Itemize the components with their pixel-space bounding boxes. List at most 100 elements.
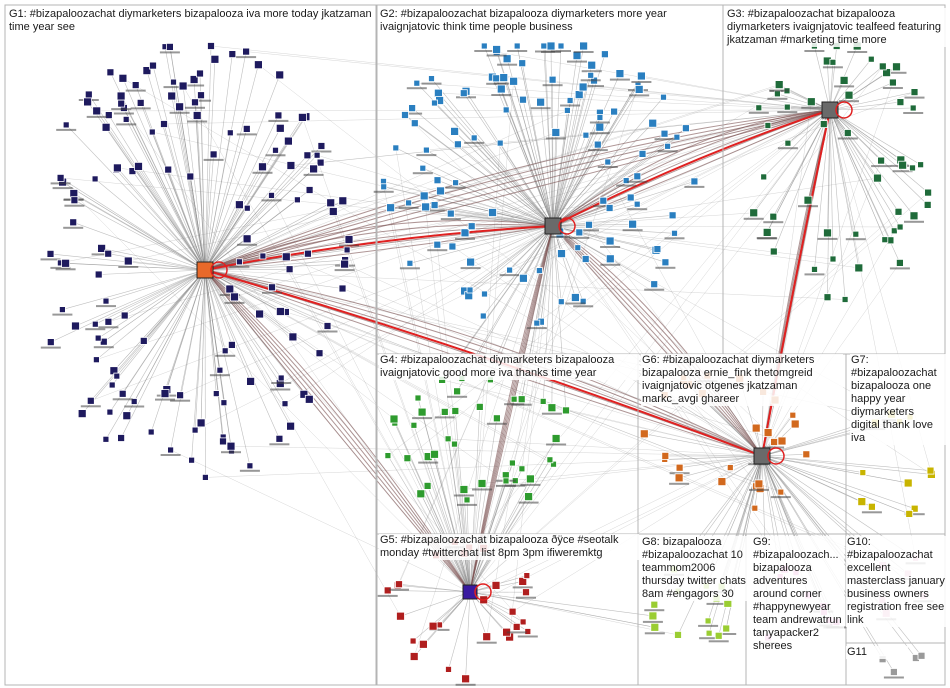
node-g3[interactable] [889,78,897,87]
node-g2[interactable] [595,122,605,132]
node-g1[interactable] [196,418,206,428]
node-g1[interactable] [131,81,140,89]
node-g2[interactable] [392,144,400,152]
node-g1[interactable] [59,306,66,314]
node-g1[interactable] [286,161,296,170]
node-g2[interactable] [682,124,690,133]
node-g2[interactable] [536,97,545,107]
node-g1[interactable] [189,75,199,84]
node-g3[interactable] [769,247,778,256]
node-g3[interactable] [823,228,832,238]
node-g1[interactable] [226,441,236,451]
node-g1[interactable] [344,235,354,244]
node-g1[interactable] [219,437,227,446]
node-g2[interactable] [386,203,396,213]
node-g2[interactable] [496,84,506,94]
node-g6[interactable] [661,451,670,460]
node-g2[interactable] [660,129,669,138]
node-g3[interactable] [764,122,772,129]
node-g1[interactable] [99,337,108,346]
node-g1[interactable] [56,173,65,182]
node-g2[interactable] [668,211,677,220]
node-g1[interactable] [170,78,177,86]
node-g1[interactable] [207,42,215,50]
node-g1[interactable] [69,218,78,227]
node-g2[interactable] [422,146,430,154]
node-g1[interactable] [167,446,175,454]
node-g6[interactable] [777,436,787,446]
node-g2[interactable] [406,259,414,267]
node-g2[interactable] [581,255,590,263]
node-g1[interactable] [108,381,116,389]
node-g3[interactable] [881,236,889,244]
node-g1[interactable] [196,69,204,78]
node-g2[interactable] [557,298,565,306]
node-g4[interactable] [475,402,484,411]
node-g3[interactable] [829,58,837,66]
node-g1[interactable] [303,151,312,160]
node-g1[interactable] [120,311,129,320]
node-g1[interactable] [91,175,99,183]
node-g3[interactable] [873,173,882,183]
node-g2[interactable] [548,75,557,84]
node-g2[interactable] [660,93,667,101]
node-g2[interactable] [633,172,642,181]
node-g5[interactable] [518,577,528,586]
node-g3[interactable] [854,263,864,273]
node-g5[interactable] [428,621,438,631]
node-g2[interactable] [637,71,646,81]
node-g3[interactable] [923,200,932,209]
node-g3[interactable] [890,227,898,235]
node-g1[interactable] [242,47,251,56]
node-g1[interactable] [228,50,237,58]
node-g4[interactable] [459,485,469,494]
node-g1[interactable] [136,99,145,107]
node-g2[interactable] [466,286,474,294]
node-g7[interactable] [926,466,935,475]
node-g1[interactable] [93,356,100,364]
node-g1[interactable] [243,204,251,212]
node-g1[interactable] [304,394,314,404]
node-g2[interactable] [557,249,566,259]
node-g8[interactable] [722,624,731,633]
node-g1[interactable] [316,158,325,167]
node-g2[interactable] [481,290,488,298]
node-g2[interactable] [578,82,588,92]
node-g7[interactable] [903,478,913,488]
node-g2[interactable] [599,196,608,205]
node-g5[interactable] [395,580,403,589]
node-g4[interactable] [440,407,449,416]
node-g1[interactable] [255,309,265,319]
node-g1[interactable] [303,249,312,258]
node-g6[interactable] [674,473,684,483]
node-g1[interactable] [288,332,298,342]
node-g1[interactable] [188,456,196,464]
node-g1[interactable] [338,196,348,206]
node-g5[interactable] [522,588,530,597]
node-g2[interactable] [626,193,635,202]
node-g1[interactable] [275,307,285,316]
node-g3[interactable] [877,156,885,165]
node-g1[interactable] [242,125,251,133]
node-g3[interactable] [783,103,791,111]
node-g2[interactable] [579,41,588,51]
node-g1[interactable] [277,374,285,382]
node-g1[interactable] [221,347,229,355]
node-g4[interactable] [451,440,458,448]
node-g6[interactable] [790,419,800,429]
node-g1[interactable] [142,66,152,75]
node-g1[interactable] [274,111,283,120]
node-g2[interactable] [421,202,431,212]
node-g1[interactable] [102,297,110,305]
node-g1[interactable] [147,428,155,436]
node-g2[interactable] [433,176,442,185]
node-g1[interactable] [281,400,289,408]
node-g1[interactable] [130,398,138,405]
node-g1[interactable] [62,121,70,129]
node-g5[interactable] [508,607,517,616]
node-g2[interactable] [633,200,641,208]
node-g1[interactable] [317,142,326,150]
node-g2[interactable] [622,177,630,185]
node-g1[interactable] [186,172,195,181]
node-g2[interactable] [419,191,429,201]
